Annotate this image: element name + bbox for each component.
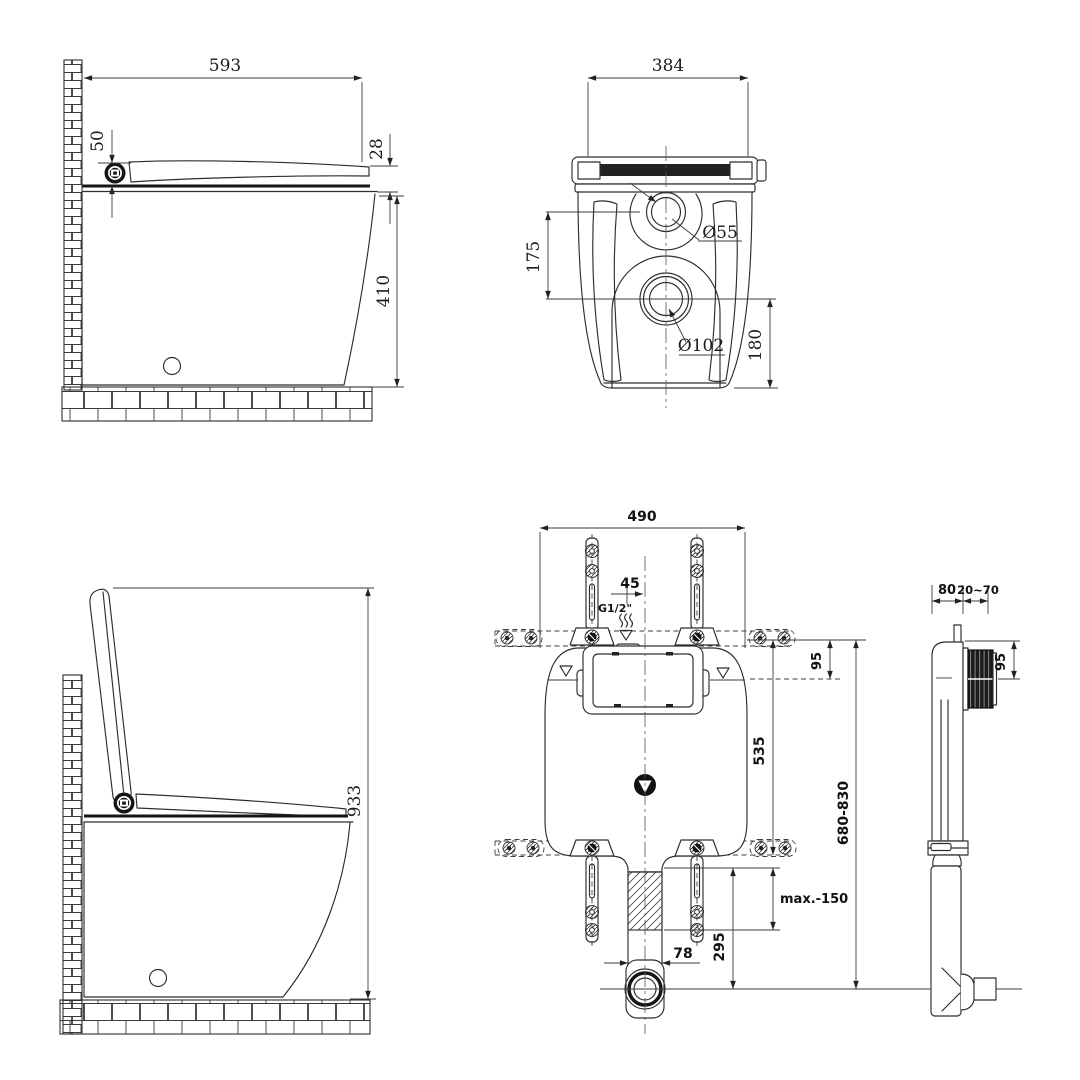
dim-label-width-384: 384	[652, 56, 684, 76]
hanger-strap-bottom-left	[569, 839, 615, 946]
dim-label-plate-offset-95: 95	[994, 653, 1009, 671]
dim-label-frame-width-490: 490	[627, 509, 656, 525]
floor-section-open	[59, 999, 371, 1035]
view-cistern-front: G1/2" 45 490 95 535 max.-150	[494, 509, 1022, 1034]
seat-lid-closed	[128, 160, 370, 183]
rail-screw-icons-bottom	[502, 841, 792, 855]
dim-label-adjustment-max150: max.-150	[780, 892, 848, 907]
duct-cap-left	[962, 647, 969, 711]
dim-label-seat-edge-28: 28	[367, 138, 387, 160]
floor-section	[61, 386, 373, 422]
body-front-outline	[577, 191, 753, 389]
lid-end-cap-left	[577, 161, 601, 180]
mount-bracket-clip	[930, 842, 952, 852]
outlet-spigot	[973, 977, 997, 1001]
side-panel-right	[708, 200, 738, 383]
access-panel-clips	[612, 652, 673, 708]
dim-label-tank-height-535: 535	[752, 736, 768, 765]
bowl-plug-detail-open	[148, 968, 168, 988]
hanger-strap-top-right	[674, 534, 720, 646]
dim-label-width-593: 593	[209, 56, 241, 76]
hinge-icon-open	[113, 792, 135, 814]
pipe-transition	[932, 854, 962, 867]
dim-label-seat-stack-50: 50	[88, 130, 108, 152]
view-side-open: 933	[59, 587, 376, 1035]
lid-open	[89, 588, 132, 804]
water-level-icon-right	[716, 667, 730, 679]
hanger-strap-top-left	[569, 534, 615, 646]
dim-label-depth-80: 80	[938, 583, 956, 598]
dim-label-outlet-dia-102: Ø102	[678, 336, 724, 356]
lid-end-cap-right	[729, 161, 753, 180]
dim-label-frame-height-680-830: 680-830	[836, 781, 852, 846]
view-side-closed: 593 50 28 410	[61, 56, 404, 422]
seat-open-view	[135, 793, 347, 818]
view-front: 384 Ø55 Ø102 175	[524, 56, 778, 408]
wall-section-open	[62, 674, 83, 1035]
seat-front-band	[574, 183, 756, 193]
flow-chevron-icon	[941, 967, 961, 1012]
lid-side-tab	[756, 159, 767, 182]
dim-label-inlet-dia-55: Ø55	[702, 223, 738, 243]
dim-label-inlet-offset-175: 175	[524, 241, 544, 273]
dim-label-top-offset-95: 95	[810, 652, 825, 670]
access-panel-inner	[592, 653, 694, 708]
dim-label-inlet-offset-45: 45	[620, 576, 639, 592]
bowl-outline	[81, 191, 376, 386]
water-level-icon-left	[559, 665, 573, 677]
lid-front-band	[584, 164, 746, 176]
dim-label-outlet-height-295: 295	[712, 932, 728, 961]
steam-icon	[619, 613, 634, 628]
dim-label-pipe-width-78: 78	[673, 946, 692, 962]
side-panel-left	[592, 200, 622, 383]
view-cistern-side: 80 20~70 95	[927, 583, 1020, 1017]
duct-cap-right	[992, 652, 998, 706]
dim-label-outlet-offset-180: 180	[746, 329, 766, 361]
bowl-plug-detail	[162, 356, 182, 376]
rail-screw-icons-top	[500, 631, 791, 645]
outlet-bump	[960, 973, 976, 1011]
hanger-strap-bottom-right	[674, 839, 720, 946]
tank-side-stub	[953, 624, 962, 644]
dim-label-wall-range-20-70: 20~70	[957, 583, 999, 597]
dim-label-open-height-933: 933	[345, 785, 365, 817]
dim-label-bowl-height-410: 410	[374, 275, 394, 307]
hinge-icon	[104, 162, 126, 184]
lid-open-inner-line	[102, 591, 125, 797]
wall-section	[63, 59, 83, 391]
bowl-outline-open	[83, 821, 351, 998]
inlet-boss-arc	[629, 193, 703, 251]
dim-label-inlet-thread: G1/2"	[598, 602, 632, 615]
inlet-triangle-icon	[619, 629, 633, 641]
down-pipe	[930, 865, 962, 1017]
